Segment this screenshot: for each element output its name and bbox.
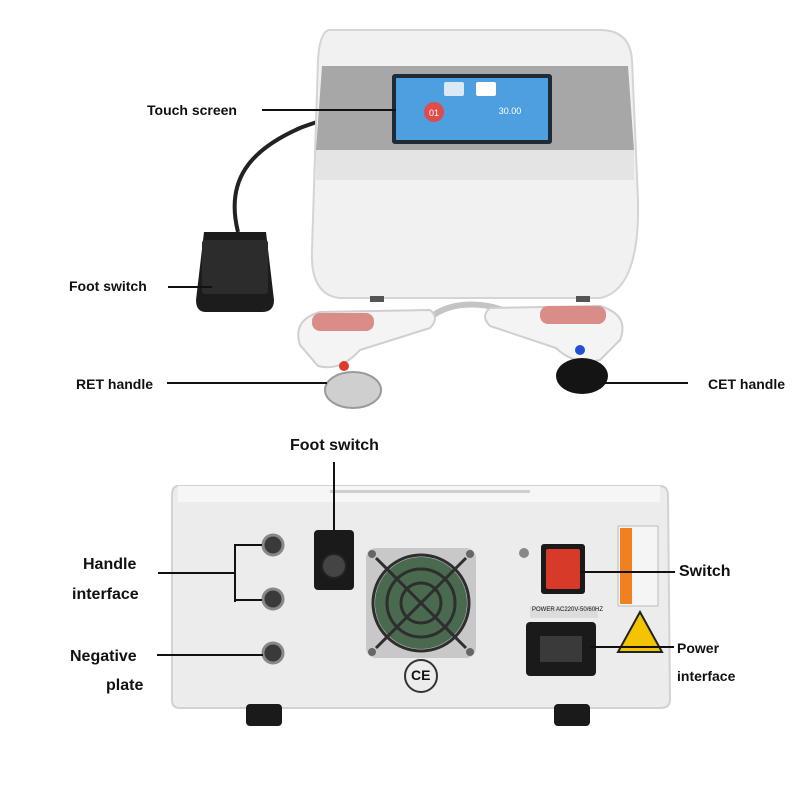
screen-channel-badge xyxy=(424,102,444,122)
fan-screw-tl xyxy=(368,550,376,558)
screen-icon-1 xyxy=(444,82,464,96)
fan-screw-tr xyxy=(466,550,474,558)
screen-channel: 01 xyxy=(429,108,439,118)
power-rating-text: POWER AC220V-50/60HZ xyxy=(532,607,604,613)
lower-shell xyxy=(316,150,634,180)
leader-ret-handle xyxy=(167,382,327,384)
leader-power-interface xyxy=(590,646,674,648)
label-negative-plate-line2: plate xyxy=(106,677,144,694)
panel-screw xyxy=(519,548,529,558)
screen-value: 30.00 xyxy=(499,106,522,116)
cet-electrode xyxy=(556,358,608,394)
label-handle-interface-line1: Handle xyxy=(83,556,137,573)
handle-connector-1 xyxy=(261,533,285,557)
front-product-photo: 01 30.00 xyxy=(196,29,640,409)
leader-foot-switch-top xyxy=(168,286,212,288)
label-negative-plate-line1: Negative xyxy=(70,648,137,665)
ret-handle-red-dot xyxy=(339,361,349,371)
ce-mark-circle xyxy=(404,659,438,693)
label-power-interface-line2: interface xyxy=(677,668,736,684)
label-foot-switch-back: Foot switch xyxy=(290,437,379,454)
label-ret-handle: RET handle xyxy=(76,376,154,392)
label-switch: Switch xyxy=(679,563,731,580)
back-foot-left xyxy=(246,704,282,726)
power-socket-inner xyxy=(540,636,582,662)
foot-switch-socket-hole xyxy=(321,553,347,579)
leader-handle-interface-main xyxy=(158,572,236,574)
power-rating-sticker xyxy=(530,606,598,618)
cet-handle-blue-dot xyxy=(575,345,585,355)
fan-guard-ring-2 xyxy=(385,567,457,639)
leader-touch-screen xyxy=(262,109,396,111)
leader-cet-handle xyxy=(602,382,688,384)
cet-handle-grip xyxy=(540,306,606,324)
fan-screw-bl xyxy=(368,648,376,656)
label-cet-handle: CET handle xyxy=(708,376,786,392)
leader-handle-interface-bottom xyxy=(234,599,262,601)
label-touch-screen: Touch screen xyxy=(147,102,237,118)
leader-foot-switch-back xyxy=(333,462,335,530)
fan-guard-spoke-2 xyxy=(374,556,468,650)
label-foot-switch-top: Foot switch xyxy=(69,278,147,294)
negative-plate-connector xyxy=(261,641,285,665)
fan-screw-br xyxy=(466,648,474,656)
fan-guard-ring-1 xyxy=(371,553,471,653)
ret-handle-grip xyxy=(312,313,374,331)
screen-icon-2 xyxy=(476,82,496,96)
fan-guard-ring-3 xyxy=(399,581,443,625)
label-handle-interface-line2: interface xyxy=(72,586,139,603)
back-foot-right xyxy=(554,704,590,726)
warning-band xyxy=(620,528,632,604)
label-power-interface-line1: Power xyxy=(677,640,720,656)
ret-electrode xyxy=(324,371,382,409)
device-foot-right xyxy=(576,296,590,302)
touch-screen-display xyxy=(396,78,548,140)
high-voltage-triangle xyxy=(616,609,664,653)
leader-handle-interface-bracket xyxy=(234,544,236,602)
top-slot xyxy=(330,490,530,493)
foot-switch-plate xyxy=(202,240,268,294)
handle-connector-2 xyxy=(261,587,285,611)
back-top-edge xyxy=(178,486,660,502)
leader-negative-plate xyxy=(157,654,263,656)
leader-switch xyxy=(580,571,675,573)
leader-handle-interface-top xyxy=(234,544,262,546)
device-foot-left xyxy=(370,296,384,302)
rocker-switch xyxy=(546,549,580,589)
ce-mark-text: CE xyxy=(411,667,431,683)
